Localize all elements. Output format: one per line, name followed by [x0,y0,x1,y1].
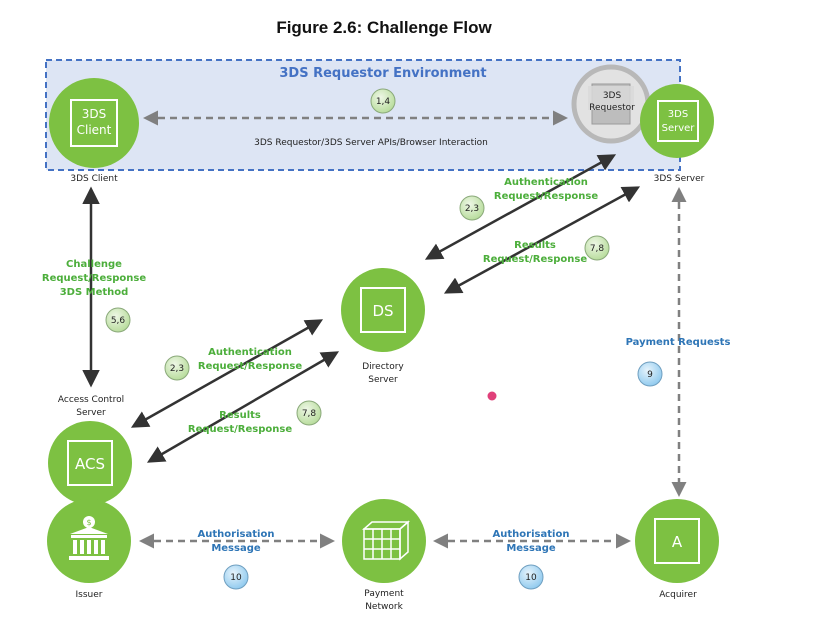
svg-text:1,4: 1,4 [376,97,391,107]
server-caption: 3DS Server [654,174,705,184]
challenge-label-line1: Challenge [66,259,122,270]
acs-caption-line1: Access Control [58,395,124,405]
auth-msg-left-line1: Authorisation [198,529,275,540]
results-top-line2: Request/Response [483,254,587,265]
ds-server-results-arrow [443,186,641,294]
bank-icon: $ [69,516,109,560]
network-caption-line1: Payment [364,589,404,599]
svg-text:2,3: 2,3 [170,364,184,374]
auth-bottom-line1: Authentication [208,347,292,358]
svg-text:10: 10 [230,573,242,583]
payment-requests-label: Payment Requests [626,337,731,348]
svg-text:5,6: 5,6 [111,316,126,326]
acs-icon-label: ACS [75,455,105,473]
step-badge-1-4: 1,4 [370,88,396,114]
svg-text:10: 10 [525,573,537,583]
auth-msg-right-line2: Message [506,543,556,554]
client-icon-line2: Client [77,123,112,137]
auth-top-line2: Request/Response [494,191,598,202]
server-icon-line2: Server [662,123,696,134]
auth-top-line1: Authentication [504,177,588,188]
requestor-icon-line1: 3DS [603,91,622,101]
auth-msg-right-line1: Authorisation [493,529,570,540]
step-badge-9: 9 [637,361,663,387]
interaction-label: 3DS Requestor/3DS Server APIs/Browser In… [254,138,488,148]
step-badge-10-right: 10 [518,564,544,590]
results-bottom-line2: Request/Response [188,424,292,435]
requestor-icon-line2: Requestor [589,103,635,113]
acs-node: ACS [48,421,132,505]
step-badge-7-8-top: 7,8 [584,235,610,261]
step-badge-2-3-top: 2,3 [459,195,485,221]
auth-bottom-line2: Request/Response [198,361,302,372]
issuer-node: $ [47,499,131,583]
step-badge-7-8-bottom: 7,8 [296,400,322,426]
acquirer-caption: Acquirer [659,590,697,600]
svg-text:$: $ [86,518,91,527]
client-caption: 3DS Client [70,174,118,184]
acs-ds-results-arrow [146,351,340,463]
results-bottom-line1: Results [219,410,261,421]
step-badge-5-6: 5,6 [105,307,131,333]
network-caption-line2: Network [365,602,403,612]
ds-caption-line2: Server [368,375,398,385]
server-icon-line1: 3DS [668,109,688,120]
pink-marker-dot [487,391,497,401]
acs-caption-line2: Server [76,408,106,418]
auth-msg-left-line2: Message [211,543,261,554]
requestor-node: 3DS Requestor [571,64,651,144]
client-node: 3DS Client [49,78,139,168]
payment-network-icon [362,520,410,561]
acquirer-icon-label: A [672,533,683,551]
svg-text:7,8: 7,8 [302,409,317,419]
challenge-label-line3: 3DS Method [60,287,129,298]
ds-icon-label: DS [372,302,393,320]
acquirer-node: A [635,499,719,583]
challenge-label-line2: Request/Response [42,273,146,284]
svg-text:2,3: 2,3 [465,204,479,214]
ds-node: DS [341,268,425,352]
server-node: 3DS Server [640,84,714,158]
svg-text:7,8: 7,8 [590,244,605,254]
network-node [342,499,426,583]
results-top-line1: Results [514,240,556,251]
environment-label: 3DS Requestor Environment [279,66,486,81]
svg-text:9: 9 [647,370,653,380]
client-icon-line1: 3DS [82,107,107,121]
step-badge-2-3-bottom: 2,3 [164,355,190,381]
step-badge-10-left: 10 [223,564,249,590]
figure-title: Figure 2.6: Challenge Flow [276,18,492,37]
issuer-caption: Issuer [76,590,103,600]
ds-caption-line1: Directory [362,362,404,372]
